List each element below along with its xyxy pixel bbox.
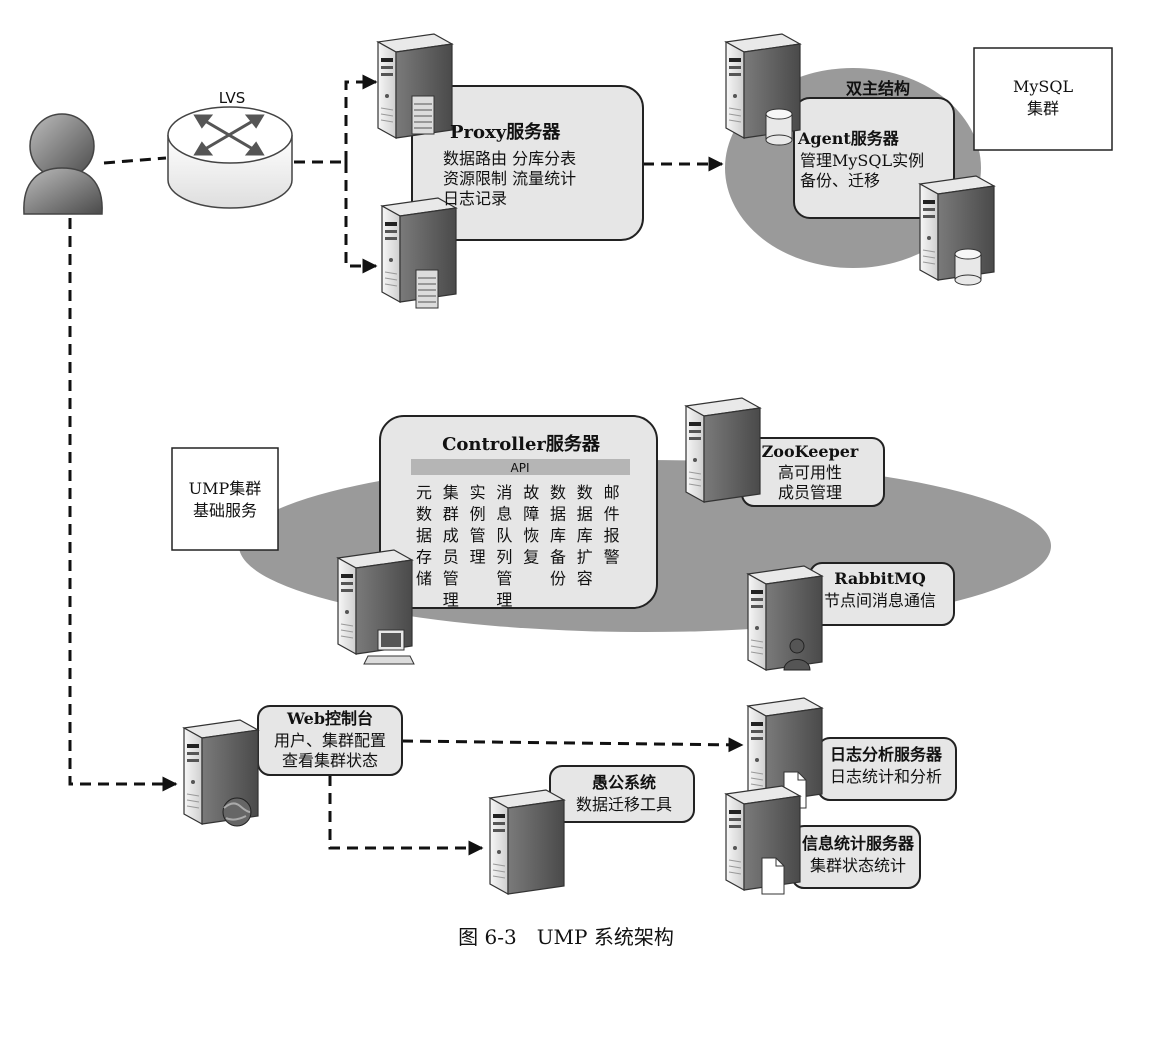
ump-base-label-2: 基础服务 — [193, 501, 257, 520]
agent-title: Agent服务器 — [797, 129, 900, 148]
controller-function-char: 扩 — [577, 548, 593, 567]
ump-base-label-box — [171, 447, 279, 551]
user-to-web-arrow — [68, 218, 178, 792]
controller-function-char: 员 — [443, 548, 459, 567]
controller-function-char: 群 — [443, 505, 459, 524]
controller-function-char: 息 — [496, 505, 512, 524]
stats-document-icon — [761, 857, 785, 895]
web-console-title: Web控制台 — [286, 709, 373, 728]
proxy-line-3: 日志记录 — [443, 189, 507, 208]
controller-function-char: 队 — [496, 526, 512, 545]
yugong-line-1: 数据迁移工具 — [576, 795, 672, 814]
proxy-title: Proxy服务器 — [450, 121, 561, 143]
rabbitmq-server-icon — [747, 565, 823, 671]
web-to-yugong-arrow — [328, 775, 484, 856]
zookeeper-title: ZooKeeper — [762, 442, 859, 461]
controller-function-char: 管 — [443, 569, 459, 588]
mysql-cluster-label-1: MySQL — [1013, 77, 1074, 96]
stats-server-title: 信息统计服务器 — [802, 834, 915, 853]
controller-function-char: 备 — [550, 548, 566, 567]
api-label: API — [511, 461, 530, 475]
proxy-rack-2-icon — [415, 269, 439, 309]
yugong-server-icon — [489, 789, 565, 895]
controller-function-char: 警 — [604, 548, 620, 567]
agent-line-1: 管理MySQL实例 — [800, 151, 924, 170]
web-console-line-2: 查看集群状态 — [282, 751, 378, 770]
api-bar — [411, 459, 630, 475]
agent-line-2: 备份、迁移 — [800, 171, 880, 190]
yugong-title: 愚公系统 — [592, 773, 656, 792]
controller-function-char: 管 — [470, 526, 486, 545]
controller-function-char: 数 — [550, 483, 566, 502]
router-icon — [167, 106, 293, 209]
controller-function-char: 份 — [550, 569, 566, 588]
controller-function-char: 列 — [496, 548, 512, 567]
web-console-line-1: 用户、集群配置 — [274, 731, 386, 750]
workstation-icon — [363, 629, 415, 665]
controller-function-char: 储 — [416, 569, 432, 588]
controller-title: Controller服务器 — [442, 433, 601, 455]
controller-function-char: 理 — [443, 591, 459, 610]
proxy-line-2: 资源限制 流量统计 — [443, 169, 576, 188]
controller-function-char: 恢 — [523, 526, 539, 545]
agent-box — [793, 97, 955, 219]
user-icon — [23, 113, 103, 215]
controller-function-char: 集 — [443, 483, 459, 502]
mysql-cluster-label-box — [973, 47, 1113, 151]
rabbitmq-line-1: 节点间消息通信 — [824, 591, 936, 610]
stats-server-line-1: 集群状态统计 — [810, 856, 906, 875]
zookeeper-line-1: 高可用性 — [778, 463, 842, 482]
figure-caption: 图 6-3 UMP 系统架构 — [458, 925, 674, 949]
mysql-cluster-label-2: 集群 — [1027, 99, 1059, 118]
database-2-icon — [954, 248, 982, 286]
controller-function-char: 邮 — [604, 483, 620, 502]
database-1-icon — [765, 108, 793, 146]
proxy-rack-1-icon — [411, 95, 435, 135]
controller-function-char: 数 — [416, 505, 432, 524]
lvs-label: LVS — [219, 89, 246, 107]
controller-function-char: 件 — [604, 505, 620, 524]
log-server-line-1: 日志统计和分析 — [830, 767, 942, 786]
dual-master-header: 双主结构 — [846, 79, 910, 98]
zookeeper-line-2: 成员管理 — [778, 483, 842, 502]
controller-function-char: 理 — [496, 591, 512, 610]
controller-function-char: 存 — [416, 548, 432, 567]
controller-function-char: 例 — [470, 505, 486, 524]
lvs-to-proxy2-arrow — [344, 162, 378, 274]
ump-base-label-1: UMP集群 — [189, 479, 262, 498]
user-to-lvs-line — [103, 156, 167, 165]
controller-function-char: 数 — [577, 483, 593, 502]
controller-function-char: 库 — [577, 526, 593, 545]
proxy-line-1: 数据路由 分库分表 — [443, 149, 576, 168]
controller-function-char: 元 — [416, 483, 432, 502]
controller-function-char: 库 — [550, 526, 566, 545]
web-to-log-arrow — [401, 737, 744, 753]
zookeeper-server-icon — [685, 397, 761, 503]
lvs-to-proxy1-arrow — [344, 74, 378, 162]
controller-function-char: 成 — [443, 526, 459, 545]
controller-function-char: 消 — [496, 483, 512, 502]
controller-function-char: 管 — [496, 569, 512, 588]
controller-function-char: 实 — [470, 483, 486, 502]
controller-function-char: 据 — [577, 505, 593, 524]
controller-function-char: 理 — [470, 548, 486, 567]
proxy-box — [411, 85, 644, 241]
controller-function-char: 据 — [416, 526, 432, 545]
controller-function-char: 容 — [577, 569, 593, 588]
controller-function-char: 据 — [550, 505, 566, 524]
controller-function-char: 报 — [604, 526, 620, 545]
controller-function-char: 障 — [523, 505, 539, 524]
controller-function-char: 故 — [523, 483, 539, 502]
rabbitmq-title: RabbitMQ — [834, 569, 926, 588]
controller-function-char: 复 — [523, 548, 539, 567]
globe-icon — [222, 797, 252, 827]
log-server-title: 日志分析服务器 — [830, 745, 943, 764]
person-icon — [783, 638, 811, 671]
